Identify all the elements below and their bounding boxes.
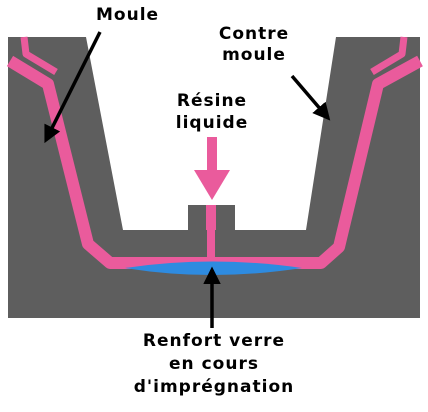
resin-inner-lip-right [370,36,408,76]
label-contre-moule-line2: moule [222,45,286,65]
label-moule: Moule [96,5,159,25]
resin-inner-lip [20,36,58,76]
resin-arrow-head [194,170,230,200]
label-resine-line1: Résine [177,91,247,111]
label-renfort-line3: d'imprégnation [134,377,294,397]
pointer-arrow-moule [44,31,102,144]
label-resine-line2: liquide [176,113,248,133]
label-renfort-line2: en cours [169,354,259,374]
injection-gate [206,205,216,230]
label-renfort-line1: Renfort verre [143,331,285,351]
mold-shape [8,37,420,318]
label-contre-moule-line1: Contre [219,24,289,44]
injection-channel [207,205,215,260]
resin-arrow-shaft [207,137,217,172]
pointer-arrow-contre-moule [290,74,331,121]
